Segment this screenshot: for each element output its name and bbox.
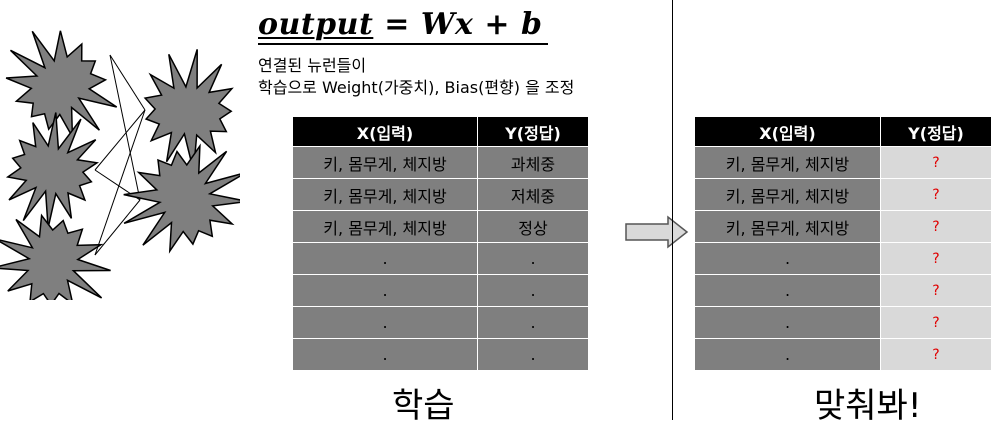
table-header-row: X(입력) Y(정답) (694, 116, 992, 147)
prediction-table: X(입력) Y(정답) 키, 몸무게, 체지방? 키, 몸무게, 체지방? 키,… (694, 116, 992, 371)
table-row: .? (694, 274, 992, 307)
cell-unknown-answer: ? (880, 338, 992, 371)
table-row: .. (292, 242, 589, 275)
table-row: .. (292, 274, 589, 307)
cell-answer: 저체중 (477, 178, 589, 211)
header-y: Y(정답) (880, 116, 992, 147)
cell-unknown-answer: ? (880, 178, 992, 211)
description-line-2: 학습으로 Weight(가중치), Bias(편향) 을 조정 (258, 78, 575, 97)
neuron-connections (94, 54, 146, 256)
neural-network-illustration (0, 30, 240, 300)
input-neuron (5, 30, 118, 138)
arrow-shape (625, 215, 689, 249)
cell-input: . (694, 242, 881, 275)
cell-input: . (292, 274, 478, 307)
cell-answer: 과체중 (477, 146, 589, 179)
cell-answer: . (477, 274, 589, 307)
cell-input: . (694, 274, 881, 307)
section-divider (672, 0, 673, 420)
cell-input: . (694, 338, 881, 371)
cell-unknown-answer: ? (880, 210, 992, 243)
caption-training: 학습 (392, 386, 455, 426)
table-row: .. (292, 338, 589, 371)
cell-unknown-answer: ? (880, 146, 992, 179)
cell-answer: . (477, 306, 589, 339)
header-y: Y(정답) (477, 116, 589, 147)
cell-input: 키, 몸무게, 체지방 (292, 178, 478, 211)
cell-input: 키, 몸무게, 체지방 (694, 146, 881, 179)
output-neuron (123, 143, 240, 254)
table-row: .? (694, 306, 992, 339)
cell-answer: 정상 (477, 210, 589, 243)
header-x: X(입력) (292, 116, 478, 147)
connection-line (94, 109, 146, 256)
cell-unknown-answer: ? (880, 274, 992, 307)
cell-input: 키, 몸무게, 체지방 (292, 146, 478, 179)
connection-line (109, 54, 141, 201)
formula-rhs: = Wx + b (373, 7, 543, 42)
table-row: .? (694, 338, 992, 371)
formula: output = Wx + b (258, 8, 542, 42)
cell-input: 키, 몸무게, 체지방 (694, 210, 881, 243)
table-row: 키, 몸무게, 체지방? (694, 210, 992, 243)
cell-input: 키, 몸무게, 체지방 (292, 210, 478, 243)
cell-input: . (292, 306, 478, 339)
input-neuron (0, 213, 111, 300)
neurons (0, 30, 240, 300)
header-x: X(입력) (694, 116, 881, 147)
table-row: 키, 몸무게, 체지방? (694, 178, 992, 211)
caption-prediction: 맞춰봐! (814, 386, 922, 426)
formula-underline (258, 43, 548, 45)
table-header-row: X(입력) Y(정답) (292, 116, 589, 147)
cell-input: . (292, 338, 478, 371)
cell-input: . (694, 306, 881, 339)
description-line-1: 연결된 뉴런들이 (258, 56, 367, 75)
connection-line (94, 199, 141, 256)
input-neuron (5, 112, 100, 229)
cell-unknown-answer: ? (880, 306, 992, 339)
cell-input: . (292, 242, 478, 275)
formula-output: output (258, 7, 374, 42)
cell-input: 키, 몸무게, 체지방 (694, 178, 881, 211)
cell-answer: . (477, 338, 589, 371)
output-neuron (143, 49, 234, 171)
connection-line (109, 54, 146, 111)
table-row: .? (694, 242, 992, 275)
connection-line (94, 109, 146, 171)
description: 연결된 뉴런들이 학습으로 Weight(가중치), Bias(편향) 을 조정 (258, 55, 574, 99)
cell-unknown-answer: ? (880, 242, 992, 275)
right-arrow-icon (625, 215, 689, 249)
table-row: 키, 몸무게, 체지방? (694, 146, 992, 179)
table-row: .. (292, 306, 589, 339)
cell-answer: . (477, 242, 589, 275)
